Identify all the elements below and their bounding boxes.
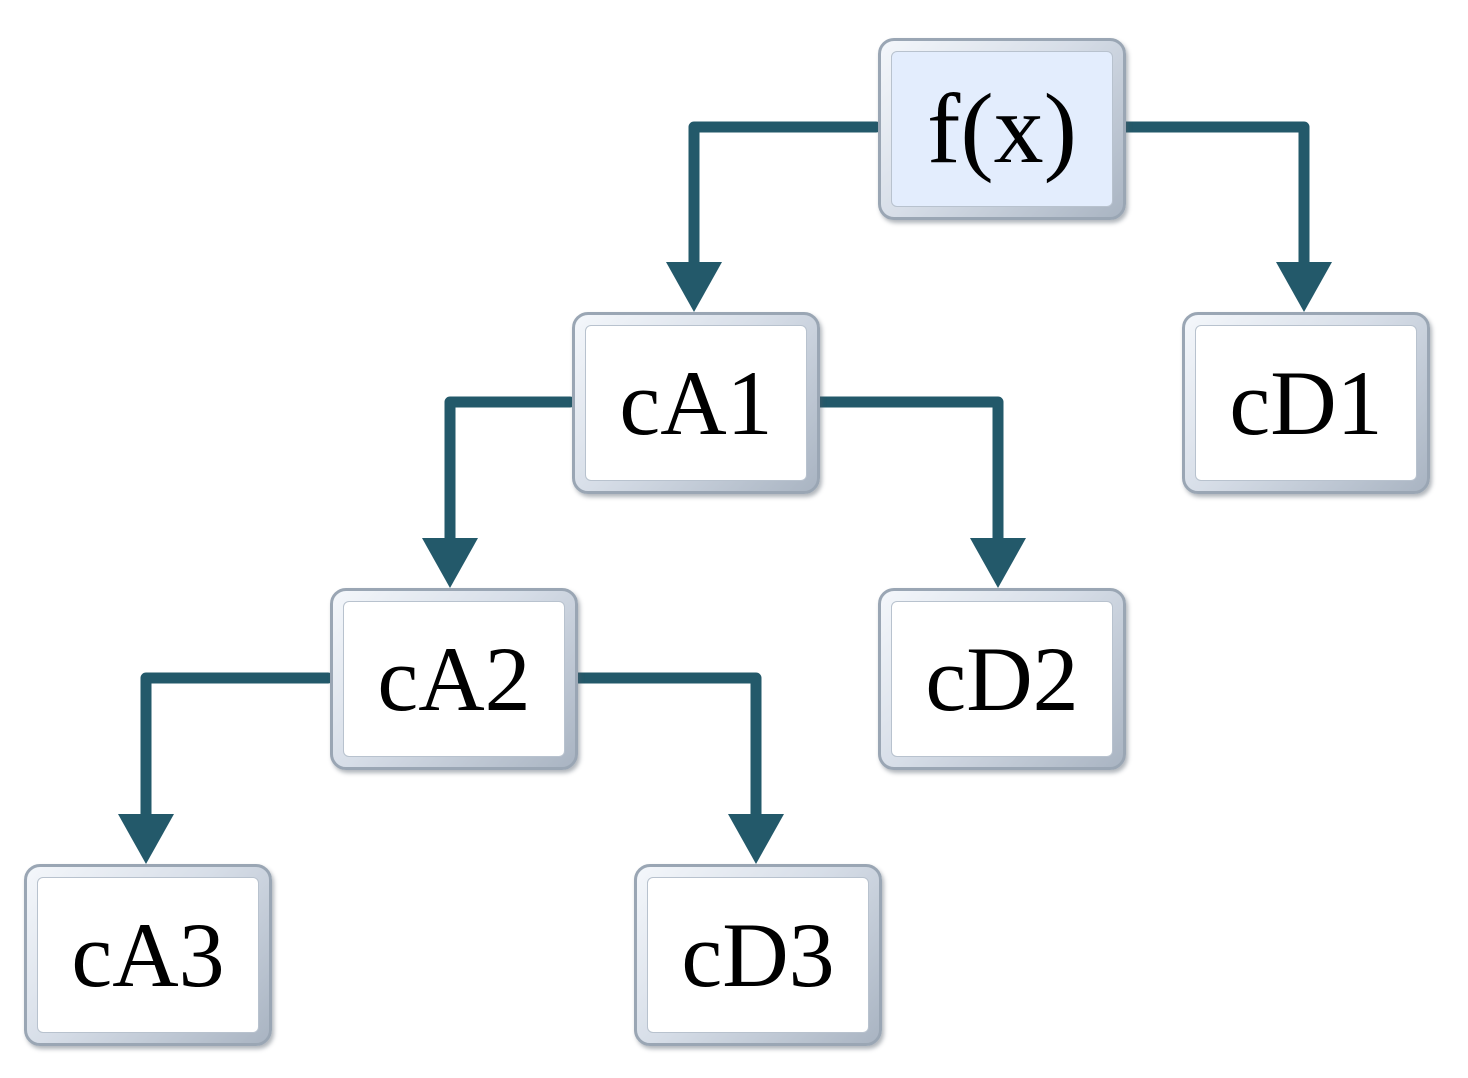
- node-root: f(x): [878, 38, 1126, 220]
- node-ca2-face: cA2: [343, 601, 565, 757]
- node-ca3-face: cA3: [37, 877, 259, 1033]
- node-cd1: cD1: [1182, 312, 1430, 494]
- arrowhead-cd2: [970, 538, 1026, 588]
- connector-ca2-to-ca3: [140, 672, 334, 820]
- node-ca2-label: cA2: [377, 628, 531, 730]
- node-ca1-label: cA1: [619, 352, 773, 454]
- connector-root-to-cd1: [1116, 121, 1310, 268]
- node-cd3: cD3: [634, 864, 882, 1046]
- node-cd1-face: cD1: [1195, 325, 1417, 481]
- connector-ca1-to-ca2: [444, 396, 576, 544]
- node-root-label: f(x): [927, 73, 1077, 184]
- node-cd3-face: cD3: [647, 877, 869, 1033]
- connector-ca1-to-cd2: [810, 396, 1004, 544]
- node-ca1-face: cA1: [585, 325, 807, 481]
- node-cd2: cD2: [878, 588, 1126, 770]
- arrowhead-cd1: [1276, 262, 1332, 312]
- node-ca3-label: cA3: [71, 904, 225, 1006]
- arrowhead-ca1: [666, 262, 722, 312]
- arrowhead-ca2: [422, 538, 478, 588]
- connector-ca2-to-cd3: [566, 672, 762, 820]
- node-cd2-label: cD2: [925, 628, 1079, 730]
- node-ca3: cA3: [24, 864, 272, 1046]
- node-ca1: cA1: [572, 312, 820, 494]
- connector-root-to-ca1: [688, 121, 882, 268]
- node-root-face: f(x): [891, 51, 1113, 207]
- node-cd2-face: cD2: [891, 601, 1113, 757]
- node-cd3-label: cD3: [681, 904, 835, 1006]
- node-ca2: cA2: [330, 588, 578, 770]
- arrowhead-ca3: [118, 814, 174, 864]
- node-cd1-label: cD1: [1229, 352, 1383, 454]
- arrowhead-cd3: [728, 814, 784, 864]
